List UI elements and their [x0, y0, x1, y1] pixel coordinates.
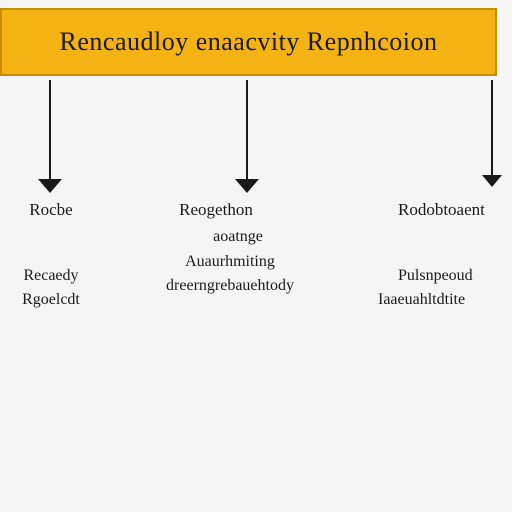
node-left-desc-line-1: Recaedy: [23, 267, 79, 284]
node-center: Reogethon aoatnge Auaurhmiting dreerngre…: [120, 200, 340, 298]
node-center-title: Reogethon: [179, 200, 253, 219]
node-center-desc-line-1: Auaurhmiting: [185, 253, 275, 270]
node-left-desc-line-2: Rgoelcdt: [22, 291, 80, 308]
node-right-title: Rodobtoaent: [398, 200, 485, 219]
node-right-desc-line-1: Pulsnpeoud: [398, 267, 473, 284]
arrowhead-left: [38, 179, 62, 193]
node-right-description: Pulsnpeoud Iaaeuahltdtite: [372, 264, 512, 312]
arrowhead-right: [482, 175, 502, 187]
node-right-desc-line-2: Iaaeuahltdtite: [378, 291, 466, 308]
node-left-description: Recaedy Rgoelcdt: [0, 264, 116, 312]
arrowhead-center: [235, 179, 259, 193]
node-right: Rodobtoaent Pulsnpeoud Iaaeuahltdtite: [372, 200, 512, 312]
node-center-desc-line-2: dreerngrebauehtody: [166, 277, 294, 294]
node-left-title: Rocbe: [29, 200, 73, 219]
node-center-subtitle: aoatnge: [213, 228, 263, 245]
node-center-description: Auaurhmiting dreerngrebauehtody: [120, 250, 340, 298]
header-bar: Rencaudloy enaacvity Repnhcoion: [0, 8, 497, 76]
header-title: Rencaudloy enaacvity Repnhcoion: [59, 27, 438, 56]
node-left: Rocbe Recaedy Rgoelcdt: [0, 200, 116, 312]
